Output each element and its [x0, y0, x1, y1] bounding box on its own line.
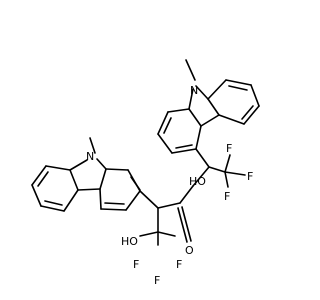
nitrogen-label-upper: N [190, 84, 198, 97]
fluorine-label-5: F [154, 274, 160, 287]
central-chain [139, 148, 246, 246]
nitrogen-label-lower: N [86, 150, 94, 163]
fluorine-label-6: F [176, 258, 182, 271]
fluorine-label-4: F [133, 258, 139, 271]
fluorine-label-1: F [226, 142, 232, 155]
fluorine-label-3: F [224, 190, 230, 203]
carbazole-lower [31, 137, 141, 212]
ketone-oxygen-label: O [185, 244, 194, 257]
fluorine-label-2: F [247, 170, 253, 183]
structure-diagram: N N HO HO O F F F F F F [31, 59, 260, 287]
molecule-canvas: N N HO HO O F F F F F F [31, 59, 260, 287]
hydroxyl-label-lower: HO [121, 235, 138, 248]
carbazole-upper [157, 59, 260, 154]
hydroxyl-label-upper: HO [189, 175, 206, 188]
